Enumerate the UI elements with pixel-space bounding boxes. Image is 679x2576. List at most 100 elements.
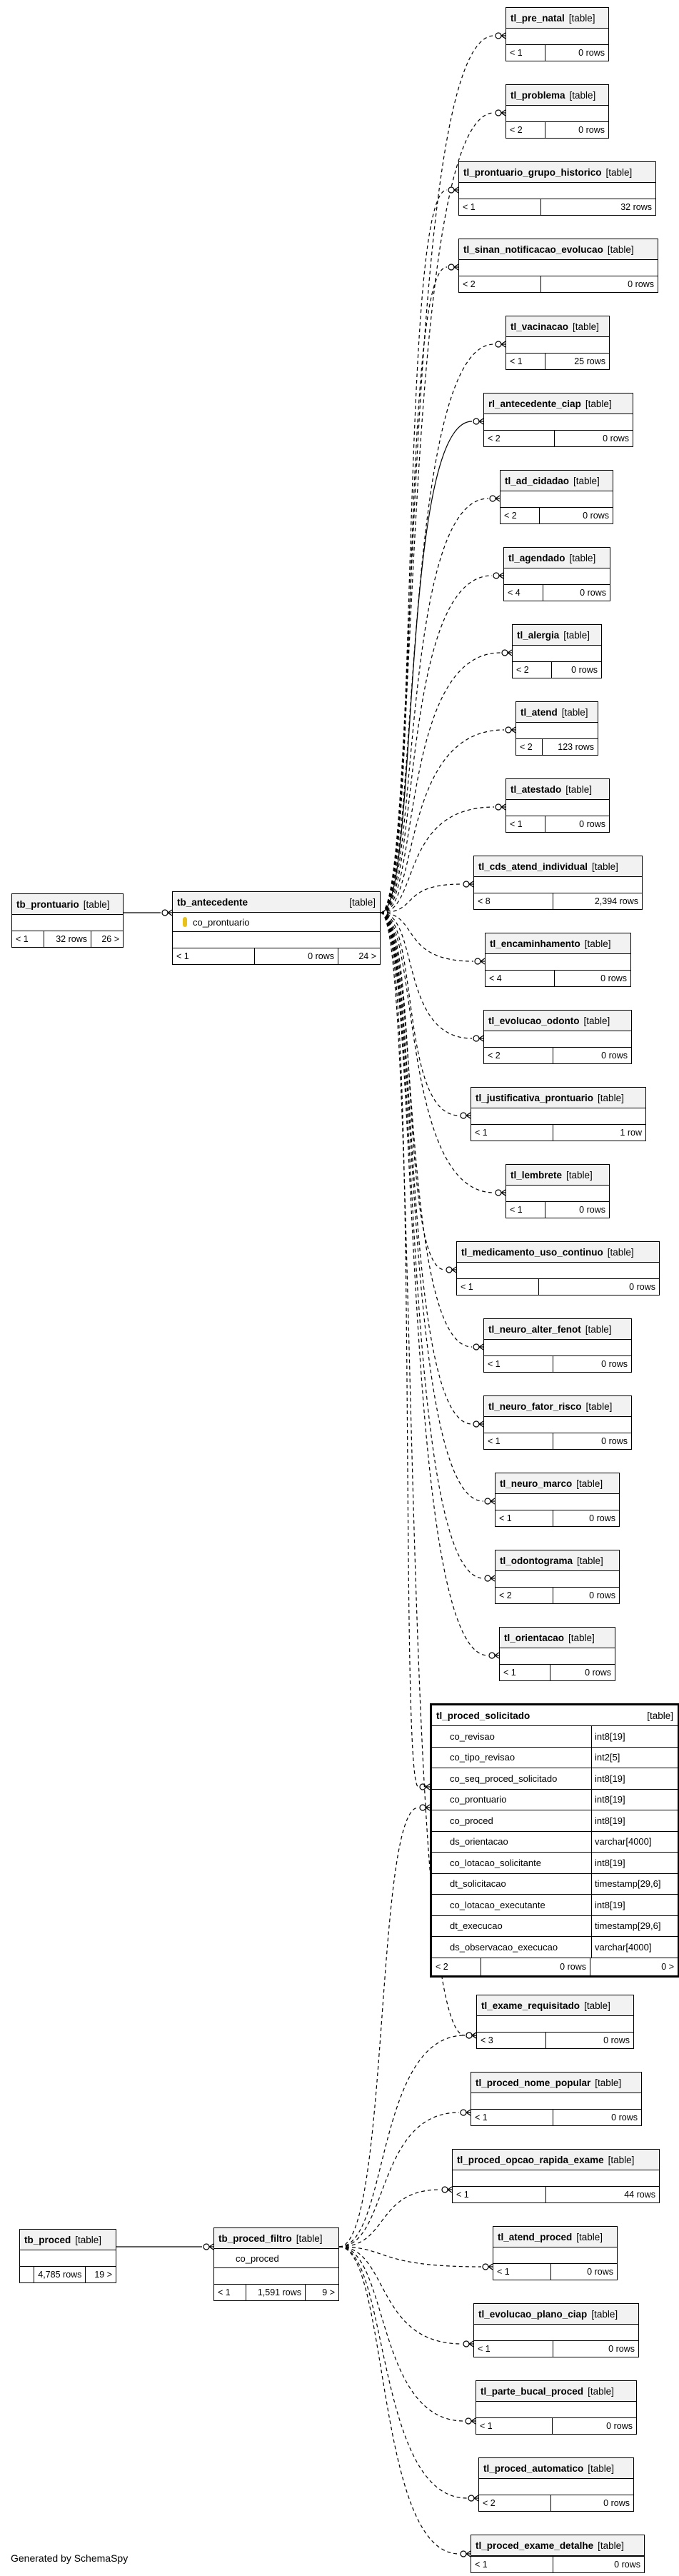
crowfoot-table-tl-proced-nome-popular — [460, 2109, 471, 2116]
crowfoot-table-tl-proced-solicitado — [419, 1783, 431, 1790]
table-tl-sinan-notificacao-evolucao[interactable]: tl_sinan_notificacao_evolucao[table] < 2… — [458, 239, 658, 293]
row-count: 0 rows — [554, 431, 633, 446]
crowfoot-table-tl-neuro-fator-risco — [473, 1420, 484, 1428]
table-name: tl_problema — [510, 89, 565, 101]
row-count: 0 rows — [552, 2418, 636, 2434]
column-name: co_prontuario — [193, 916, 250, 928]
table-kind: [table] — [598, 1092, 624, 1103]
row-count: 0 rows — [553, 2341, 638, 2357]
row-count: 0 rows — [553, 1356, 631, 1372]
parents-count: < 1 — [499, 1513, 512, 1523]
table-name: tb_antecedente — [177, 896, 248, 908]
parents-count: < 4 — [489, 973, 502, 983]
table-kind: [table] — [583, 1015, 610, 1026]
column-type: int8[19] — [595, 1857, 625, 1868]
table-kind: [table] — [588, 2385, 614, 2397]
column-name: co_proced — [432, 1810, 592, 1831]
table-kind: [table] — [573, 475, 600, 486]
edge-to-table-tl-neuro-alter-fenot — [380, 912, 473, 1348]
parents-count: < 2 — [488, 1051, 501, 1061]
parents-count: < 1 — [475, 2113, 488, 2123]
row-count: 0 rows — [553, 2110, 641, 2125]
row-count: 0 rows — [545, 122, 608, 138]
crowfoot-table-rl-antecedente-ciap — [473, 418, 484, 425]
table-kind: [table] — [605, 166, 633, 178]
table-name: tl_neuro_alter_fenot — [488, 1323, 581, 1335]
row-count: 0 rows — [543, 585, 610, 601]
row-count: 0 rows — [481, 1958, 590, 1975]
row-count: 25 rows — [545, 354, 609, 369]
edge-to-table-rl-antecedente-ciap — [380, 421, 473, 913]
parents-count: < 1 — [16, 934, 29, 944]
table-kind: [table] — [607, 244, 634, 255]
edge-to-table-tl-sinan-notificacao-evolucao — [380, 266, 448, 913]
edge-to-table-tl-lembrete — [380, 912, 495, 1193]
table-kind: [table] — [584, 2000, 610, 2011]
edge-to-table-tl-problema — [380, 112, 495, 913]
parents-count: < 1 — [475, 1128, 488, 1138]
table-name: tl_orientacao — [504, 1632, 565, 1643]
crowfoot-table-tl-exame-requisitado-2 — [466, 2032, 477, 2039]
row-count: 0 rows — [553, 1048, 631, 1063]
table-name: tl_agendado — [508, 552, 565, 563]
table-name: tb_prontuario — [16, 898, 79, 910]
parents-count: < 1 — [456, 2190, 469, 2200]
parents-count: < 1 — [475, 2560, 488, 2570]
table-name: tl_atestado — [510, 783, 562, 795]
table-kind: [table] — [584, 938, 611, 949]
table-name: tb_proced — [24, 2234, 71, 2245]
column-type: int2[5] — [595, 1752, 620, 1763]
edge-to-table-tl-neuro-fator-risco — [380, 912, 473, 1425]
parents-count: < 3 — [481, 2035, 493, 2045]
table-tl-prontuario-grupo-historico[interactable]: tl_prontuario_grupo_historico[table] < 1… — [458, 161, 656, 216]
edge-to-table-tl-parte-bucal-proced — [338, 2246, 465, 2422]
row-count: 0 rows — [553, 2557, 644, 2572]
column-name: co_seq_proced_solicitado — [432, 1768, 592, 1789]
column-name: co_prontuario — [432, 1789, 592, 1810]
table-name: tl_proced_opcao_rapida_exame — [457, 2154, 604, 2165]
row-count: 0 rows — [550, 1665, 615, 1680]
parents-count: < 2 — [483, 2498, 496, 2508]
crowfoot-table-tl-atend-proced — [482, 2263, 493, 2270]
crowfoot-table-tl-vacinacao — [495, 341, 506, 348]
row-count: 0 rows — [553, 1510, 619, 1526]
table-name: tl_sinan_notificacao_evolucao — [463, 244, 603, 255]
crowfoot-table-tl-neuro-alter-fenot — [473, 1343, 484, 1350]
